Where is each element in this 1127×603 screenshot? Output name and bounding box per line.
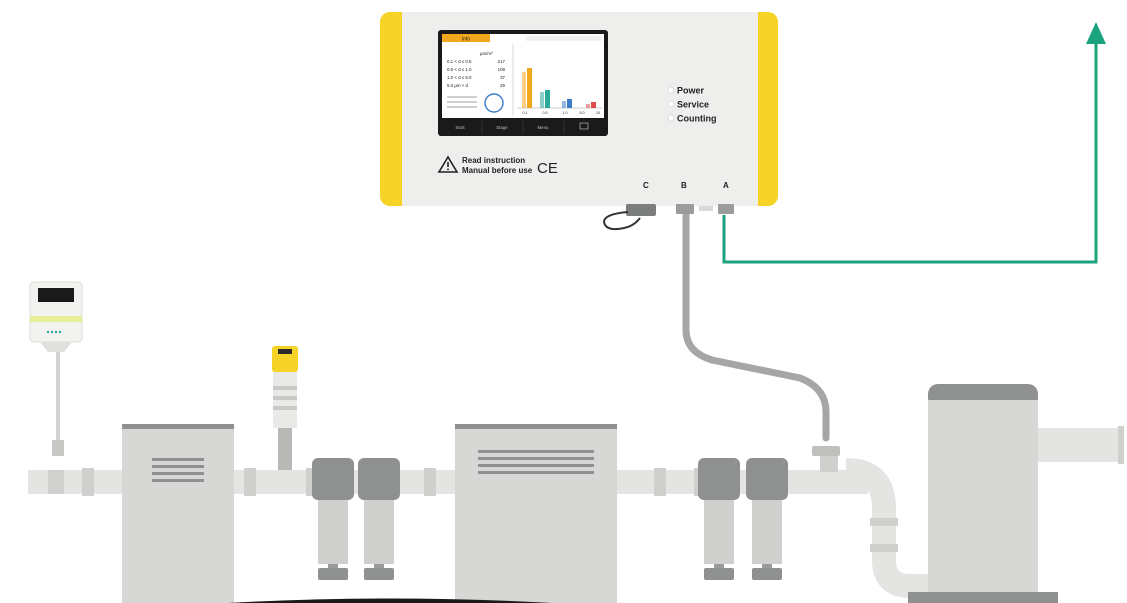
power-light-icon	[667, 86, 675, 94]
port-label-b: B	[681, 181, 687, 190]
counting-label: Counting	[677, 114, 717, 124]
status-bar	[526, 36, 602, 41]
filter-group-1	[312, 458, 400, 580]
port-label-a: A	[723, 181, 729, 190]
dryer-unit-1	[122, 424, 234, 603]
screen-tab[interactable]	[442, 34, 490, 42]
port-a-connector	[718, 204, 734, 214]
footer-button-info-icon[interactable]	[579, 122, 589, 130]
screen-footer: Start Stage Menu	[455, 120, 589, 134]
dryer-unit-2	[455, 424, 617, 603]
warning-line-1: Read instruction	[462, 156, 525, 165]
warning-triangle-icon	[437, 155, 459, 173]
iso-class-badge-icon	[484, 93, 504, 113]
bar-label-1: 0.1	[523, 111, 528, 115]
counting-light-icon	[667, 114, 675, 122]
status-lights: Power Service Counting	[667, 86, 717, 124]
footer-button-stage[interactable]: Stage	[496, 125, 508, 130]
bar-label-5: 10	[596, 111, 600, 115]
bar-label-2: 0.5	[543, 111, 548, 115]
sensor-display	[38, 288, 74, 302]
row-range-4: 5.0 µm < d	[447, 83, 469, 88]
service-label: Service	[677, 100, 709, 110]
bar-label-3: 1.0	[563, 111, 568, 115]
display-screen: Info µm/m³ 0.1 < d ≤ 0.5 217 0.5 < d ≤ 1…	[438, 30, 608, 136]
port-label-c: C	[643, 181, 649, 190]
warning-line-2: Manual before use	[462, 166, 533, 175]
pressure-sensor	[29, 281, 83, 456]
row-value-3: 37	[500, 75, 505, 80]
base-shadow	[228, 598, 552, 603]
air-receiver	[908, 384, 1124, 603]
power-label: Power	[677, 86, 705, 96]
row-value-2: 108	[498, 67, 506, 72]
row-range-3: 1.0 < d ≤ 5.0	[447, 75, 472, 80]
service-light-icon	[667, 100, 675, 108]
table-header: µm/m³	[480, 51, 493, 56]
port-b-connector	[676, 204, 694, 214]
screen-bar-chart: 0.1 0.5 1.0 5.0 10	[517, 68, 602, 115]
warning-label: Read instruction Manual before use CE	[437, 155, 558, 177]
filter-group-2	[698, 458, 788, 580]
port-connectors	[602, 204, 734, 231]
humidity-sensor	[272, 346, 298, 470]
footer-button-start[interactable]: Start	[455, 125, 465, 130]
bar-label-4: 5.0	[580, 111, 585, 115]
power-connector	[626, 204, 656, 216]
row-value-4: 29	[500, 83, 505, 88]
screen-tab-label: Info	[462, 37, 471, 43]
row-value-1: 217	[498, 59, 506, 64]
particle-counter-device: Info µm/m³ 0.1 < d ≤ 0.5 217 0.5 < d ≤ 1…	[380, 12, 778, 231]
sample-hose	[682, 208, 830, 442]
exhaust-line	[722, 22, 1106, 264]
ce-mark: CE	[537, 160, 558, 177]
footer-button-menu[interactable]: Menu	[538, 125, 550, 130]
arrow-up-icon	[1086, 22, 1106, 44]
row-range-2: 0.5 < d ≤ 1.0	[447, 67, 472, 72]
row-range-1: 0.1 < d ≤ 0.5	[447, 59, 472, 64]
